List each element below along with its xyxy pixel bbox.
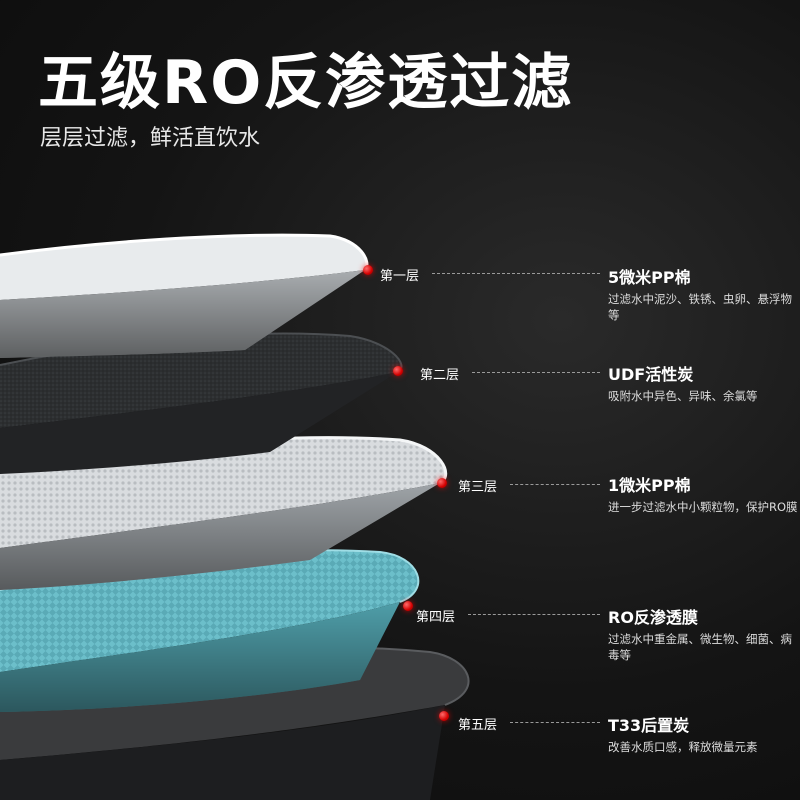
layer-5-label: 第五层 [458,718,498,733]
layer-2-title: UDF活性炭 [608,365,694,384]
layer-4-title: RO反渗透膜 [608,608,698,627]
layer-1-info: 5微米PP棉 过滤水中泥沙、铁锈、虫卵、悬浮物等 [608,264,798,323]
layer-1-label: 第一层 [380,269,420,284]
layer-4-description: 过滤水中重金属、微生物、细菌、病毒等 [608,632,792,662]
layer-5-title: T33后置炭 [608,716,690,735]
layer-1-sheet [0,233,369,358]
layer-3-marker [437,478,447,488]
layer-3-info: 1微米PP棉 进一步过滤水中小颗粒物，保护RO膜 [608,472,798,515]
layer-4-leader-line [468,614,600,615]
layer-2-leader-line [472,372,600,373]
layer-3-label: 第三层 [458,480,498,495]
layer-2-label: 第二层 [420,368,460,383]
layer-1-description: 过滤水中泥沙、铁锈、虫卵、悬浮物等 [608,292,792,322]
layer-2-description: 吸附水中异色、异味、余氯等 [608,389,758,403]
layer-2-info: UDF活性炭 吸附水中异色、异味、余氯等 [608,361,798,404]
layer-3-description: 进一步过滤水中小颗粒物，保护RO膜 [608,500,798,514]
layer-4-label: 第四层 [416,610,456,625]
layer-5-description: 改善水质口感，释放微量元素 [608,740,758,754]
layer-1-marker [363,265,373,275]
page-subtitle: 层层过滤，鲜活直饮水 [40,126,261,151]
layer-4-marker [403,601,413,611]
layer-3-title: 1微米PP棉 [608,476,691,495]
page-title: 五级RO反渗透过滤 [38,48,574,118]
layer-4-info: RO反渗透膜 过滤水中重金属、微生物、细菌、病毒等 [608,604,798,663]
layer-5-leader-line [510,722,600,723]
layer-5-info: T33后置炭 改善水质口感，释放微量元素 [608,712,798,755]
layer-5-marker [439,711,449,721]
layer-2-marker [393,366,403,376]
layer-1-title: 5微米PP棉 [608,268,691,287]
layer-3-leader-line [510,484,600,485]
layer-1-leader-line [432,273,600,274]
